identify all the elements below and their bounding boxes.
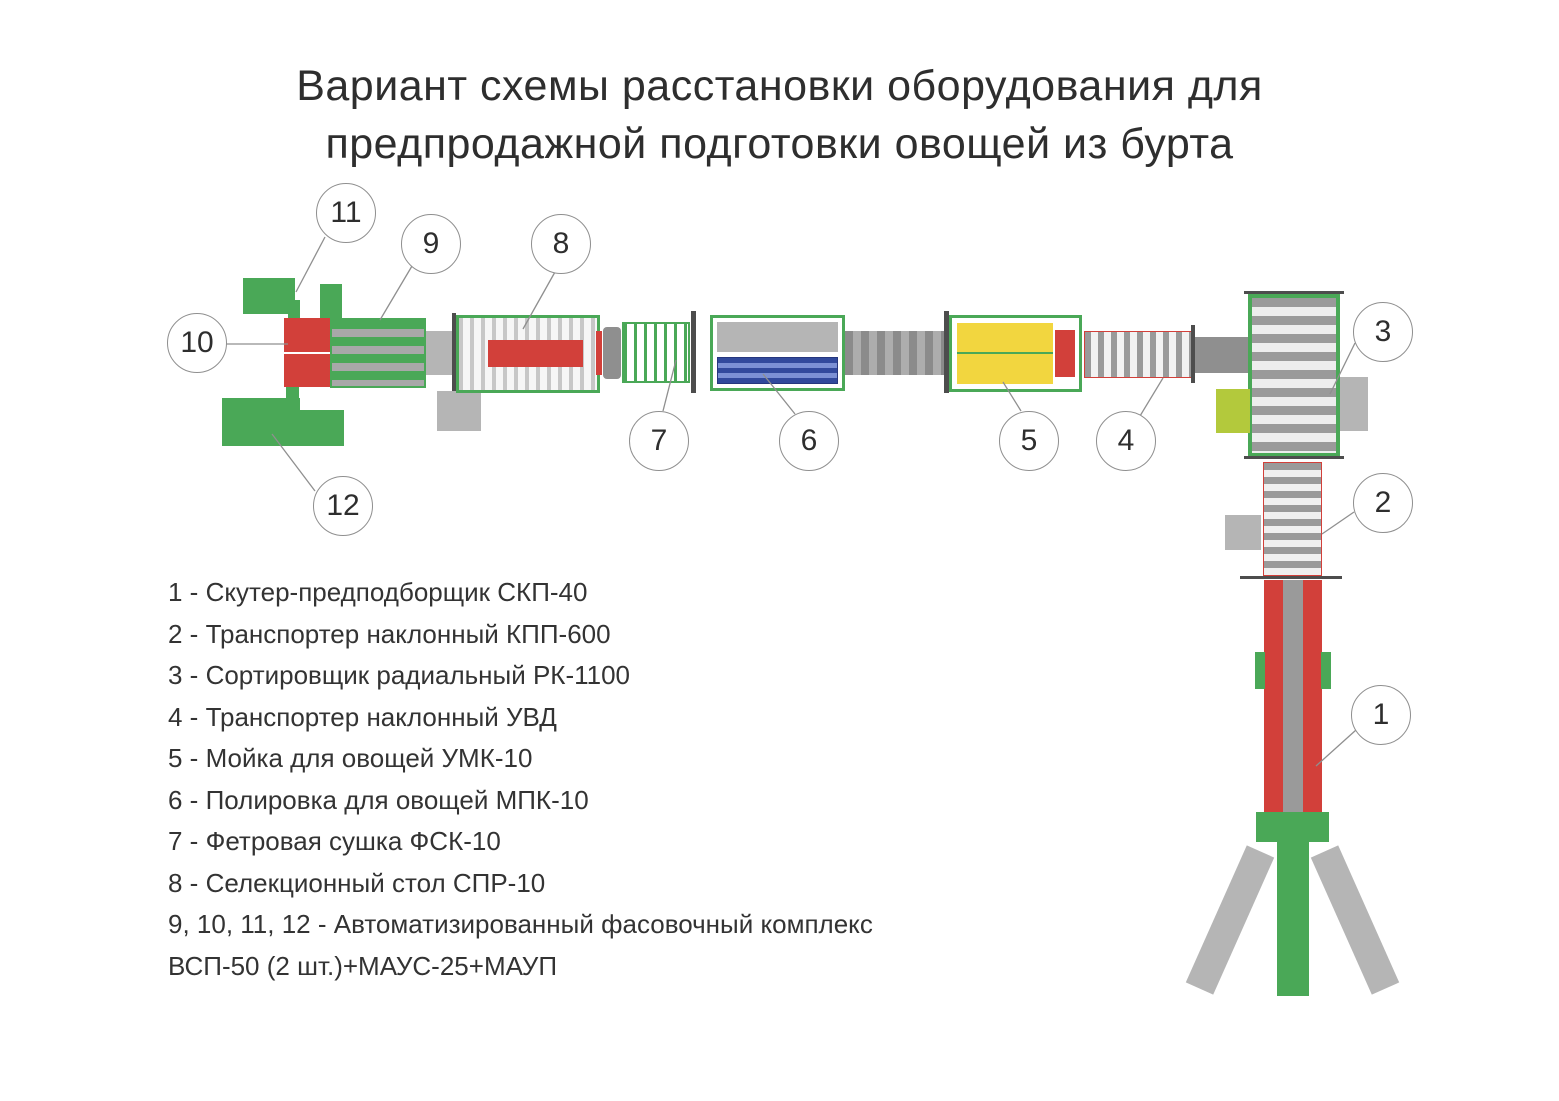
equip-weigher-red-upper <box>284 318 330 352</box>
equip-polisher-brushes <box>717 357 838 384</box>
equip-polisher-hood <box>717 322 838 352</box>
legend-item-1: 1 - Скутер-предподборщик СКП-40 <box>168 577 588 607</box>
equip-conveyor-mid <box>845 331 944 375</box>
equip-table-outlet-gray <box>603 327 621 379</box>
equip-scooter-belt <box>1283 580 1303 816</box>
equip-packer-top-block <box>243 278 295 314</box>
equip-transporter-kpp600-drive <box>1225 515 1261 550</box>
callout-11: 11 <box>316 183 376 243</box>
equip-packer-connector <box>426 331 452 375</box>
equip-sorter-side-chute-right <box>1340 377 1368 431</box>
callout-9: 9 <box>401 214 461 274</box>
legend: 1 - Скутер-предподборщик СКП-40 2 - Тран… <box>168 572 873 987</box>
equip-scooter-leg-right <box>1310 845 1400 995</box>
equip-packer-bottom-block-a <box>222 398 300 446</box>
equip-selection-table-belt <box>488 340 583 367</box>
equip-scooter-leg-left <box>1185 845 1275 995</box>
equip-packing-machine <box>330 318 426 388</box>
sorter-top-rail <box>1244 291 1344 294</box>
flange-transporter-sorter <box>1191 325 1195 383</box>
equip-sorter-inlet <box>1195 337 1253 373</box>
page-title-line2: предпродажной подготовки овощей из бурта <box>325 120 1234 168</box>
equip-radial-sorter <box>1248 294 1340 457</box>
equip-scooter-boom <box>1277 838 1309 996</box>
equip-table-outlet-red <box>596 331 602 375</box>
legend-item-10: ВСП-50 (2 шт.)+МАУС-25+МАУП <box>168 950 558 981</box>
callout-10: 10 <box>167 313 227 373</box>
equip-packer-top-connector <box>288 300 300 320</box>
equip-weigher-red-lower <box>284 354 330 387</box>
equip-transporter-uvd <box>1084 331 1194 378</box>
sorter-bottom-rail <box>1244 456 1344 459</box>
callout-1: 1 <box>1351 685 1411 745</box>
equip-scooter-tab-left <box>1255 652 1265 689</box>
legend-item-9: 9, 10, 11, 12 - Автоматизированный фасов… <box>168 909 873 939</box>
legend-item-3: 3 - Сортировщик радиальный РК-1100 <box>168 660 631 690</box>
equip-packer-side-block <box>320 284 342 318</box>
transporter-bottom-rail <box>1240 576 1342 579</box>
flange-left-of-table <box>452 313 456 391</box>
legend-item-2: 2 - Транспортер наклонный КПП-600 <box>168 618 611 649</box>
legend-item-8: 8 - Селекционный стол СПР-10 <box>168 867 546 898</box>
equip-sorter-side-chute-left <box>1216 389 1250 433</box>
flange-dryer-polisher <box>691 311 696 393</box>
equip-packer-bottom-connector <box>286 387 299 401</box>
equip-polisher <box>710 315 845 391</box>
equip-washer-drive <box>1055 330 1075 377</box>
callout-6: 6 <box>779 411 839 471</box>
equip-washer-waterline <box>957 352 1053 354</box>
equip-gray-pedestal <box>437 391 481 431</box>
equip-felt-dryer <box>622 322 690 383</box>
callout-12: 12 <box>313 476 373 536</box>
equip-washer <box>949 315 1082 392</box>
equip-transporter-kpp600 <box>1263 462 1322 576</box>
callout-2: 2 <box>1353 473 1413 533</box>
equip-scooter-tab-right <box>1321 652 1331 689</box>
leader-line-4 <box>1139 377 1164 417</box>
callout-8: 8 <box>531 214 591 274</box>
leader-line-9 <box>379 265 413 321</box>
leader-line-2 <box>1321 511 1355 535</box>
legend-item-6: 6 - Полировка для овощей МПК-10 <box>168 784 589 815</box>
callout-7: 7 <box>629 411 689 471</box>
flange-conveyor-washer <box>944 311 949 393</box>
legend-item-4: 4 - Транспортер наклонный УВД <box>168 701 557 732</box>
leader-line-1 <box>1315 729 1357 767</box>
callout-3: 3 <box>1353 302 1413 362</box>
legend-item-7: 7 - Фетровая сушка ФСК-10 <box>168 826 501 856</box>
callout-5: 5 <box>999 411 1059 471</box>
legend-item-5: 5 - Мойка для овощей УМК-10 <box>168 743 533 773</box>
page-title-line1: Вариант схемы расстановки оборудования д… <box>296 62 1263 110</box>
equip-scooter-crossbar <box>1256 812 1329 842</box>
callout-4: 4 <box>1096 411 1156 471</box>
equip-packer-bottom-block-b <box>298 410 344 446</box>
